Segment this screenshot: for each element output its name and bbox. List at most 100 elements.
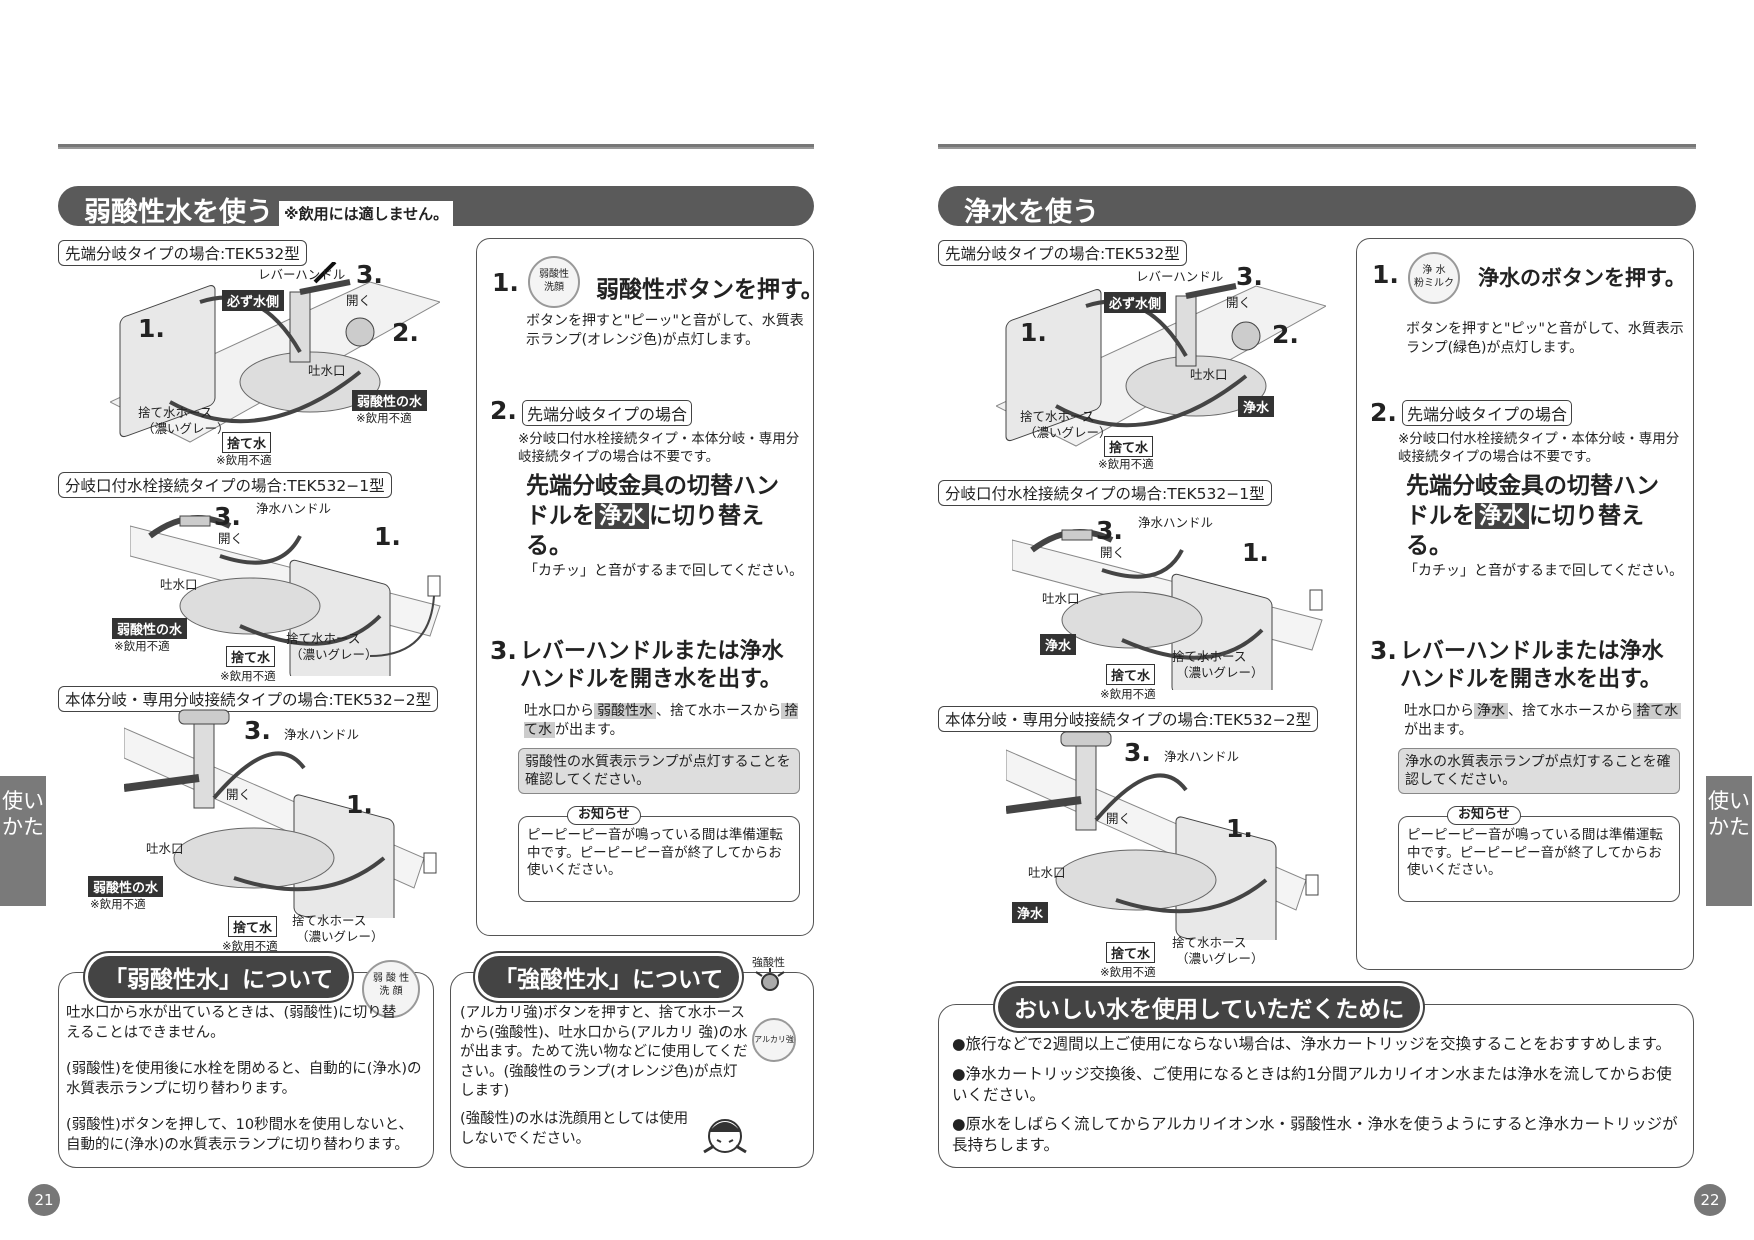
faucet-illustration-type3 (124, 709, 437, 918)
weak-acid-icon: 弱 酸 性 洗 顔 (362, 960, 420, 1018)
weak-water-tag: 弱酸性の水 (112, 618, 188, 639)
weak-bullet-2: (弱酸性)を使用後に水栓を閉めると、自動的に(浄水)の水質表示ランプに切り替わり… (66, 1060, 422, 1099)
about-strong-acid-title: 「強酸性水」について (478, 956, 740, 998)
page-title: 浄水を使う (964, 197, 1099, 228)
weak-water-tag: 弱酸性の水 (352, 390, 428, 411)
ill1-step2: 2. (1272, 320, 1299, 349)
waste-hose-label: 捨て水ホース (1020, 409, 1095, 424)
step1-text: ボタンを押すと"ピッ"と音がして、水質表示ランプ(緑色)が点灯します。 (1406, 321, 1684, 356)
waste-highlight: 捨て水 (1633, 703, 1682, 719)
water-handle-label: 浄水ハンドル (256, 501, 332, 516)
about-weak-acid-title: 「弱酸性水」について (88, 956, 350, 998)
waste-tag: 捨て水 (226, 646, 276, 667)
ill2-step3: 3. (214, 502, 241, 531)
lever-label: レバーハンドル (258, 267, 346, 282)
side-tab-usage[interactable]: 使いかた (1706, 776, 1752, 906)
step2-instruction-a: 先端分岐金具の切替ハンドルを (526, 473, 779, 529)
spout-label: 吐水口 (1190, 367, 1228, 382)
water-handle-label: 浄水ハンドル (284, 727, 360, 742)
strong-acid-icon-label: 強酸性 (752, 956, 785, 969)
weak-bullet-2-text: (弱酸性)を使用後に水栓を閉めると、自動的に(浄水)の水質表示ランプに切り替わり… (66, 1061, 422, 1097)
step2-text: 「カチッ」と音がするまで回してください。 (1404, 563, 1684, 579)
step2-instruction: 先端分岐金具の切替ハンドルを浄水に切り替える。 (526, 472, 796, 562)
ill2-step1: 1. (1242, 538, 1269, 567)
waste-hose-color: （濃いグレー） (1176, 951, 1264, 966)
spout-label: 吐水口 (160, 577, 198, 592)
clean-water-tag: 浄水 (1012, 902, 1049, 923)
lever-label: レバーハンドル (1136, 269, 1224, 284)
weak-water-tag: 弱酸性の水 (88, 876, 164, 897)
step3-text-c: が出ます。 (1404, 721, 1473, 738)
waste-tag: 捨て水 (228, 916, 278, 937)
clean-water-tag: 浄水 (1040, 634, 1077, 655)
step3-heading: レバーハンドルまたは浄水ハンドルを開き水を出す。 (520, 639, 784, 692)
no-drink-note: ※飲用不適 (90, 897, 146, 911)
spout-label: 吐水口 (308, 363, 346, 378)
waste-hose-color: （濃いグレー） (1024, 425, 1112, 440)
step2-instruction: 先端分岐金具の切替ハンドルを浄水に切り替える。 (1406, 472, 1676, 562)
type-label-2: 分岐口付水栓接続タイプの場合:TEK532−1型 (938, 480, 1272, 506)
step3-text: 吐水口から弱酸性水、捨て水ホースから捨て水が出ます。 (524, 702, 804, 740)
waste-hose-color: （濃いグレー） (296, 929, 384, 944)
type-label-1: 先端分岐タイプの場合:TEK532型 (58, 240, 307, 266)
steps-panel (1356, 238, 1694, 970)
section-title-weak-acid: 弱酸性水を使う※飲用には適しません。 (58, 186, 814, 228)
no-drink-note: ※飲用不適 (220, 669, 276, 683)
weak-bullet-1-text: 吐水口から水が出ているときは、(弱酸性)に切り替えることはできません。 (66, 1005, 397, 1041)
lamp-icon (755, 968, 785, 991)
tip-2: ●浄水カートリッジ交換後、ご使用になるときは約1分間アルカリイオン水または浄水を… (952, 1065, 1672, 1104)
must-water-tag: 必ず水側 (1104, 292, 1167, 313)
faucet-illustration-type1 (996, 283, 1326, 447)
alkaline-strong-icon: アルカリ強 (752, 1018, 796, 1062)
step2-text: 「カチッ」と音がするまで回してください。 (524, 563, 804, 579)
open-label: 開く (226, 787, 252, 802)
ill1-step1: 1. (1020, 318, 1047, 347)
step1-heading: 浄水のボタンを押す。 (1478, 266, 1686, 290)
type-label-3: 本体分岐・専用分岐接続タイプの場合:TEK532−2型 (938, 706, 1319, 732)
step3-text: 吐水口から浄水、捨て水ホースから捨て水が出ます。 (1404, 702, 1684, 740)
no-drink-note: ※飲用不適 (222, 939, 278, 953)
no-drink-note: ※飲用不適 (216, 453, 272, 467)
faucet-illustration-type1 (110, 262, 440, 443)
ill3-step3: 3. (244, 716, 271, 745)
step3-number: 3. (1370, 636, 1397, 665)
weak-bullet-3-text: (弱酸性)ボタンを押して、10秒間水を使用しないと、自動的に(浄水)の水質表示ラ… (66, 1117, 414, 1153)
no-drink-note: ※飲用不適 (1100, 965, 1156, 979)
type-label-1: 先端分岐タイプの場合:TEK532型 (938, 240, 1187, 266)
page-number: 21 (28, 1184, 60, 1216)
spout-label: 吐水口 (146, 841, 184, 856)
page-number: 22 (1694, 1184, 1726, 1216)
waste-hose-color: （濃いグレー） (1176, 665, 1264, 680)
notice-text: ピーピーピー音が鳴っている間は準備運転中です。ピーピーピー音が終了してからお使い… (527, 827, 783, 879)
tip-1: ●旅行などで2週間以上ご使用にならない場合は、浄水カートリッジを交換することをお… (952, 1035, 1672, 1053)
waste-hose-label: 捨て水ホース (286, 631, 361, 646)
faucet-illustration-type2 (130, 515, 441, 676)
water-handle-label: 浄水ハンドル (1138, 515, 1214, 530)
water-handle-label: 浄水ハンドル (1164, 749, 1240, 764)
clean-water-highlight: 浄水 (595, 502, 649, 529)
weak-acid-water-highlight: 弱酸性水 (594, 703, 656, 719)
step2-number: 2. (490, 396, 517, 425)
side-tab-usage[interactable]: 使いかた (0, 776, 46, 906)
must-water-tag: 必ず水側 (222, 290, 285, 311)
faucet-illustration-type3 (1006, 731, 1319, 940)
step3-text-c: が出ます。 (555, 721, 624, 738)
no-drink-note: ※飲用不適 (356, 411, 412, 425)
step2-note: ※分岐口付水栓接続タイプ・本体分岐・専用分岐接続タイプの場合は不要です。 (518, 431, 800, 466)
ill3-step1: 1. (346, 790, 373, 819)
strong-bullet-1-text: (アルカリ強)ボタンを押すと、捨て水ホースから(強酸性)、吐水口から(アルカリ … (460, 1005, 748, 1100)
step1-number: 1. (492, 268, 519, 297)
top-rule-left (58, 144, 814, 149)
open-label: 開く (1100, 545, 1126, 560)
no-drink-note: ※飲用不適 (1098, 457, 1154, 471)
waste-tag: 捨て水 (1104, 436, 1154, 457)
weak-acid-button-icon: 弱酸性 洗顔 (528, 256, 580, 308)
spout-label: 吐水口 (1042, 591, 1080, 606)
weak-bullet-3: (弱酸性)ボタンを押して、10秒間水を使用しないと、自動的に(浄水)の水質表示ラ… (66, 1116, 422, 1155)
ill3-step3: 3. (1124, 738, 1151, 767)
ill1-step3: 3. (1236, 262, 1263, 291)
step3-heading: レバーハンドルまたは浄水ハンドルを開き水を出す。 (1400, 639, 1664, 692)
title-note: ※飲用には適しません。 (279, 201, 454, 226)
step1-heading: 弱酸性ボタンを押す。 (596, 277, 824, 303)
open-label: 開く (346, 293, 372, 308)
